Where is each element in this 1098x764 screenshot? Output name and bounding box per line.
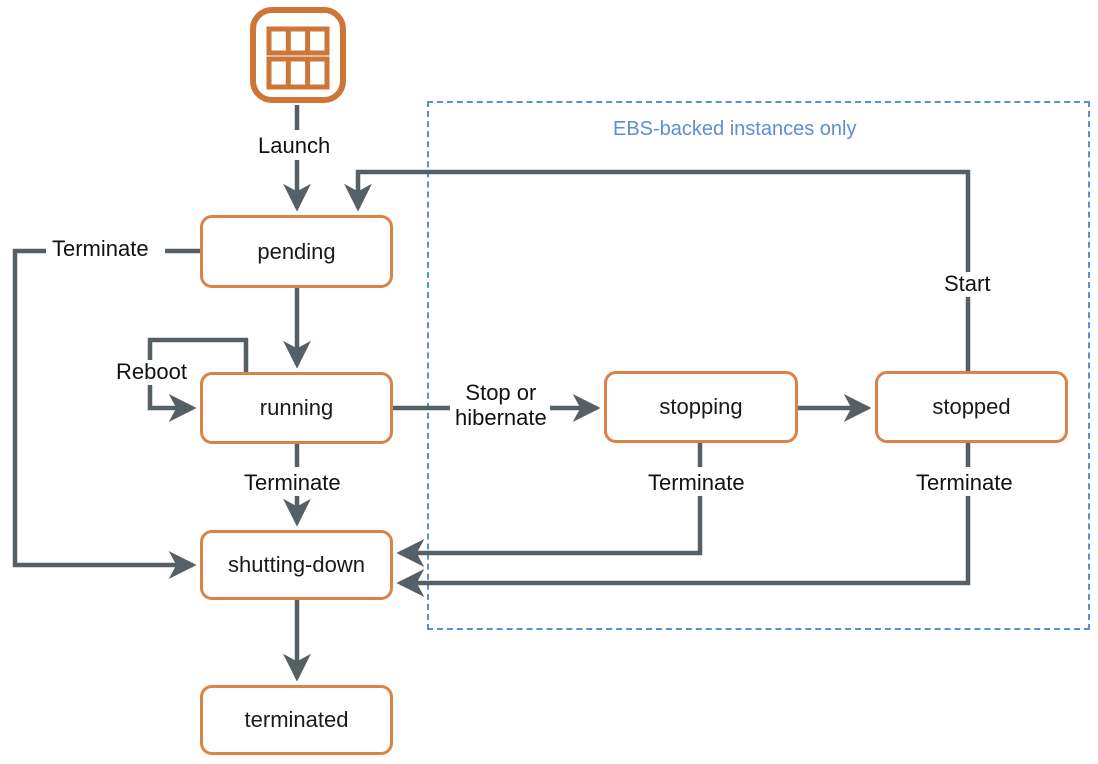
edge-label-stopped-terminate: Terminate [913,470,1016,496]
ebs-backed-region-label: EBS-backed instances only [613,118,857,140]
edge-reboot-up [147,337,249,375]
edge-label-launch: Launch [255,133,334,159]
state-node-shutting-down-label: shutting-down [228,552,365,577]
edge-stopped-terminate-to-shutdown [396,495,971,597]
state-node-stopping[interactable]: stopping [604,371,798,443]
state-node-running[interactable]: running [200,372,393,444]
state-node-shutting-down[interactable]: shutting-down [200,530,393,600]
edge-label-stopping-terminate: Terminate [645,470,748,496]
edge-stopping-terminate-to-shutdown [396,495,703,567]
edge-label-stop-or-hibernate: Stop or hibernate [452,380,550,431]
state-node-terminated-label: terminated [244,707,349,732]
state-node-stopped-label: stopped [932,394,1011,419]
state-node-stopping-label: stopping [659,394,743,419]
state-node-pending-label: pending [257,238,336,264]
edge-start-to-pending [344,169,971,371]
edge-label-reboot: Reboot [113,359,190,385]
ebs-backed-region [427,101,1090,630]
edge-reboot-to-running [147,375,197,422]
state-node-pending[interactable]: pending [200,215,393,288]
state-node-terminated[interactable]: terminated [200,685,393,755]
edge-label-pending-terminate: Terminate [49,236,152,262]
edge-label-start: Start [941,271,994,297]
state-node-stopped[interactable]: stopped [875,371,1068,443]
edge-label-running-terminate: Terminate [241,470,344,496]
state-node-running-label: running [259,395,334,420]
edge-pending-terminate-to-shutdown [12,248,197,579]
ec2-instance-icon [250,7,346,103]
